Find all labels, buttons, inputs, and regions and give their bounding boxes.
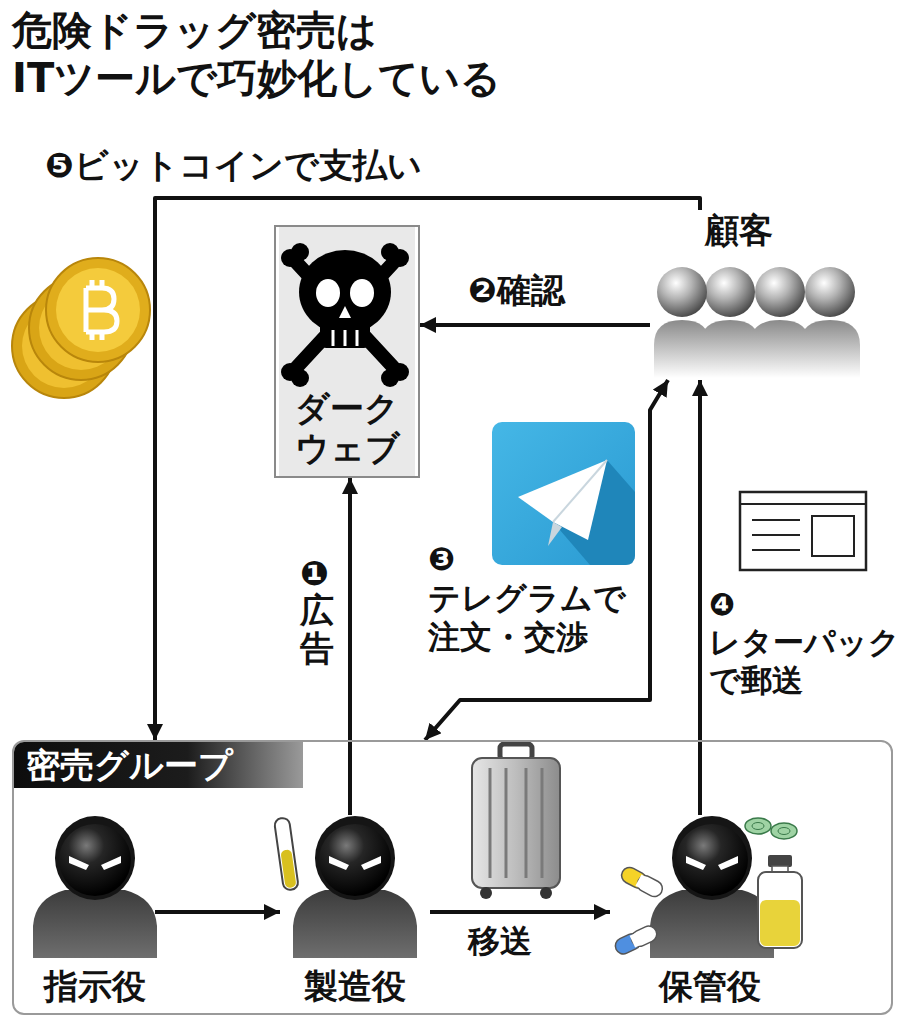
envelope-icon [740, 492, 866, 570]
edge-label: ❶広告 [300, 555, 334, 667]
connector-arrow [430, 910, 610, 914]
edge-label: ❹ レターパック で郵送 [709, 585, 914, 699]
dealer-group-box: 密売グループ指示役 製造役 保管役 [12, 740, 893, 1015]
suitcase-icon [472, 744, 560, 899]
role-figure: 保管役 [610, 815, 810, 1010]
node-label: 密売グループ [14, 742, 303, 788]
connector-arrow [155, 198, 700, 740]
edge-label-holder: ❹ レターパック で郵送 [709, 585, 914, 699]
role-figure: 製造役 [280, 815, 430, 1010]
skull-icon [281, 243, 409, 387]
node-label: 保管役 [659, 966, 761, 1006]
director-figure [33, 816, 157, 958]
node-label: 指示役 [44, 966, 146, 1006]
edge-label: ❺ビットコインで支払い [45, 145, 485, 186]
connector-arrow [425, 380, 668, 740]
title-holder: 危険ドラッグ密売は ITツールで巧妙化している [12, 6, 612, 102]
customer-figures [654, 267, 860, 378]
edge-label: ❷確認 [468, 270, 565, 311]
edge-label: ❸ テレグラムで 注文・交渉 [428, 540, 643, 657]
edge-label-holder: 移送 [468, 922, 532, 961]
node-label: 製造役 [304, 966, 406, 1006]
node-label: ダーク ウェブ [276, 388, 418, 468]
dark-web-box: ダーク ウェブ [274, 225, 420, 478]
test-tube-icon [274, 817, 299, 890]
edge-label-holder: ❸ テレグラムで 注文・交渉 [428, 540, 643, 657]
edge-label-holder: ❷確認 [468, 270, 565, 311]
connector-arrow [420, 323, 650, 327]
maker-figure [293, 816, 417, 958]
connector-arrow [155, 910, 280, 914]
diagram-title: 危険ドラッグ密売は ITツールで巧妙化している [12, 6, 612, 102]
connector-arrow [698, 380, 702, 815]
connector-arrow [348, 478, 352, 815]
telegram-icon [492, 422, 635, 565]
bitcoin-coins [12, 258, 150, 398]
role-figure: 指示役 [35, 815, 155, 1010]
keeper-figure [650, 816, 774, 958]
edge-label: 移送 [468, 922, 532, 961]
node-label: 顧客 [705, 210, 773, 250]
customer-group: 顧客 [650, 210, 860, 380]
edge-label-holder: ❺ビットコインで支払い [45, 145, 485, 186]
bottle-icon [758, 855, 802, 948]
edge-label-holder: ❶広告 [300, 555, 334, 667]
